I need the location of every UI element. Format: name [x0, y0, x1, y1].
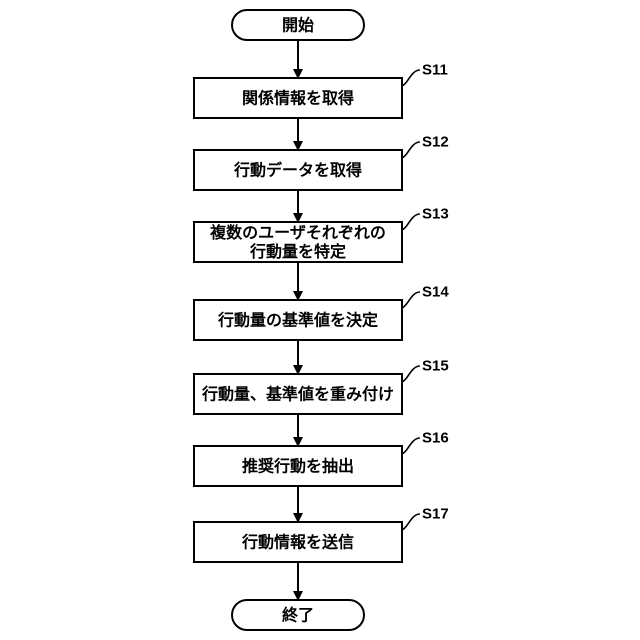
- step-leader-line: [402, 438, 420, 454]
- step-leader-line: [402, 214, 420, 230]
- step-id-label: S11: [422, 62, 448, 79]
- step-leader-line: [402, 514, 420, 530]
- process-step-s11: 関係情報を取得 S11: [194, 62, 448, 119]
- process-step-s14: 行動量の基準値を決定 S14: [194, 284, 449, 341]
- step-label: 行動情報を送信: [241, 533, 354, 552]
- step-id-label: S13: [422, 206, 449, 223]
- process-step-s17: 行動情報を送信 S17: [194, 506, 449, 563]
- process-step-s13: 複数のユーザそれぞれの行動量を特定 S13: [194, 206, 449, 263]
- step-label: 複数のユーザそれぞれの: [209, 223, 386, 242]
- step-leader-line: [402, 366, 420, 382]
- start-terminal: 開始: [232, 10, 364, 40]
- step-label: 行動量の基準値を決定: [217, 311, 378, 330]
- process-step-s15: 行動量、基準値を重み付け S15: [194, 358, 449, 415]
- step-id-label: S14: [422, 284, 449, 301]
- end-terminal: 終了: [232, 600, 364, 630]
- step-leader-line: [402, 70, 420, 86]
- step-label: 行動データを取得: [233, 161, 362, 180]
- step-leader-line: [402, 142, 420, 158]
- step-id-label: S12: [422, 134, 449, 151]
- process-step-s12: 行動データを取得 S12: [194, 134, 449, 191]
- start-label: 開始: [282, 16, 314, 35]
- step-label: 関係情報を取得: [242, 89, 354, 108]
- step-leader-line: [402, 292, 420, 308]
- process-steps: 関係情報を取得 S11 行動データを取得 S12 複数のユーザそれぞれの行動量を特定 S1…: [194, 62, 449, 563]
- step-id-label: S17: [422, 506, 449, 523]
- step-id-label: S15: [422, 358, 449, 375]
- step-label: 行動量を特定: [249, 242, 346, 261]
- end-label: 終了: [282, 606, 314, 625]
- step-label: 行動量、基準値を重み付け: [201, 385, 394, 404]
- step-label: 推奨行動を抽出: [242, 457, 354, 476]
- process-step-s16: 推奨行動を抽出 S16: [194, 430, 449, 487]
- step-id-label: S16: [422, 430, 449, 447]
